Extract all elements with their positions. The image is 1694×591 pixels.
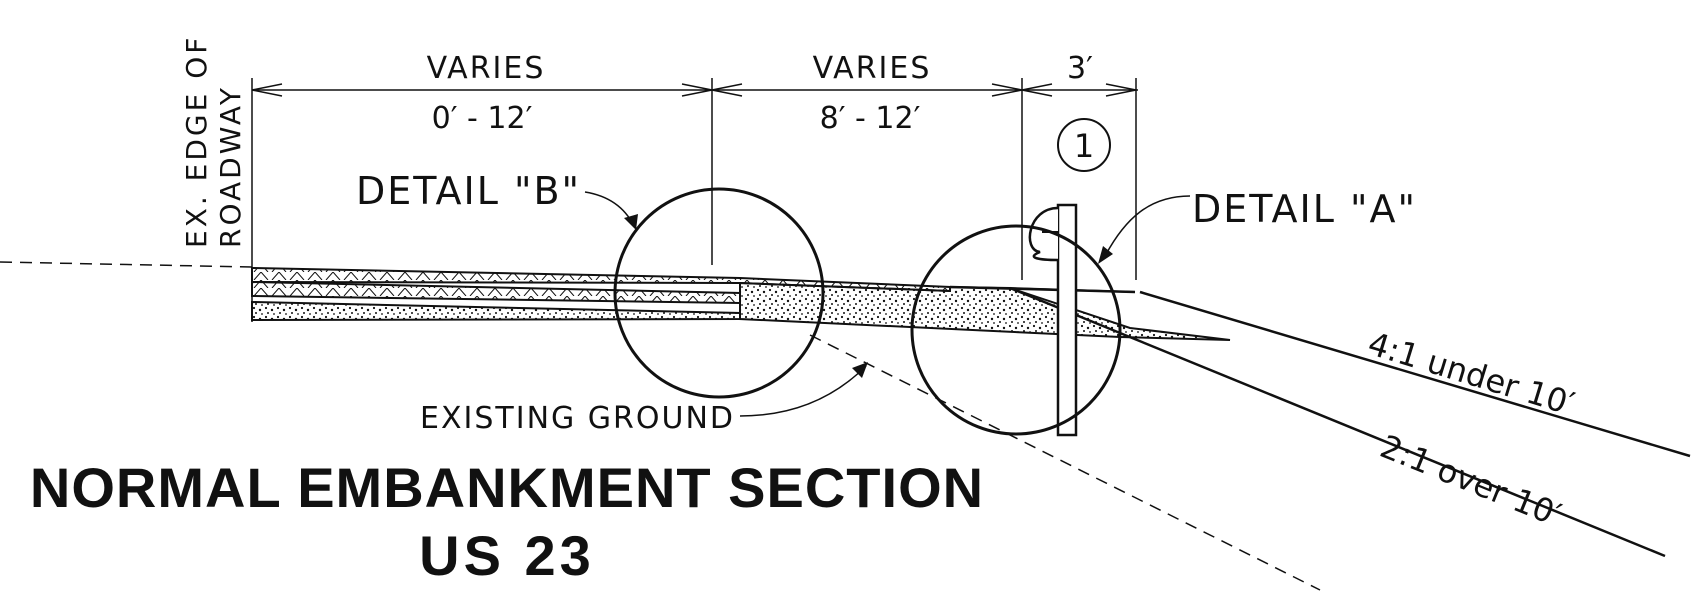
- dim2-top-label: VARIES: [813, 51, 932, 86]
- drawing-subtitle: US 23: [419, 524, 595, 587]
- detail-a-circle: [910, 224, 1122, 436]
- note-marker-label: 1: [1074, 127, 1094, 165]
- guardrail: [1028, 203, 1078, 437]
- detail-a-label: DETAIL "A": [1192, 187, 1417, 231]
- dim1-top-label: VARIES: [427, 51, 546, 86]
- pavement-layers: [251, 266, 951, 322]
- leader-lines: [584, 191, 1191, 417]
- aggregate-shoulder: [739, 281, 1231, 341]
- detail-b-label: DETAIL "B": [356, 169, 581, 213]
- existing-ground-line: [0, 261, 1321, 591]
- dim1-bottom-label: 0′ - 12′: [432, 101, 533, 136]
- slope-over-label: 2:1 over 10′: [1375, 427, 1567, 534]
- dim3-top-label: 3′: [1067, 51, 1093, 86]
- dim2-bottom-label: 8′ - 12′: [820, 101, 921, 136]
- slope-under-label: 4:1 under 10′: [1364, 324, 1579, 423]
- drawing-title: NORMAL EMBANKMENT SECTION: [30, 456, 984, 519]
- detail-b-circle: [613, 187, 825, 399]
- edge-label-line1: EX. EDGE OF: [180, 35, 213, 248]
- edge-label-line2: ROADWAY: [214, 85, 247, 248]
- existing-ground-label: EXISTING GROUND: [420, 401, 735, 436]
- note-marker-circle: [1057, 118, 1111, 172]
- dimension-line: [251, 78, 1138, 280]
